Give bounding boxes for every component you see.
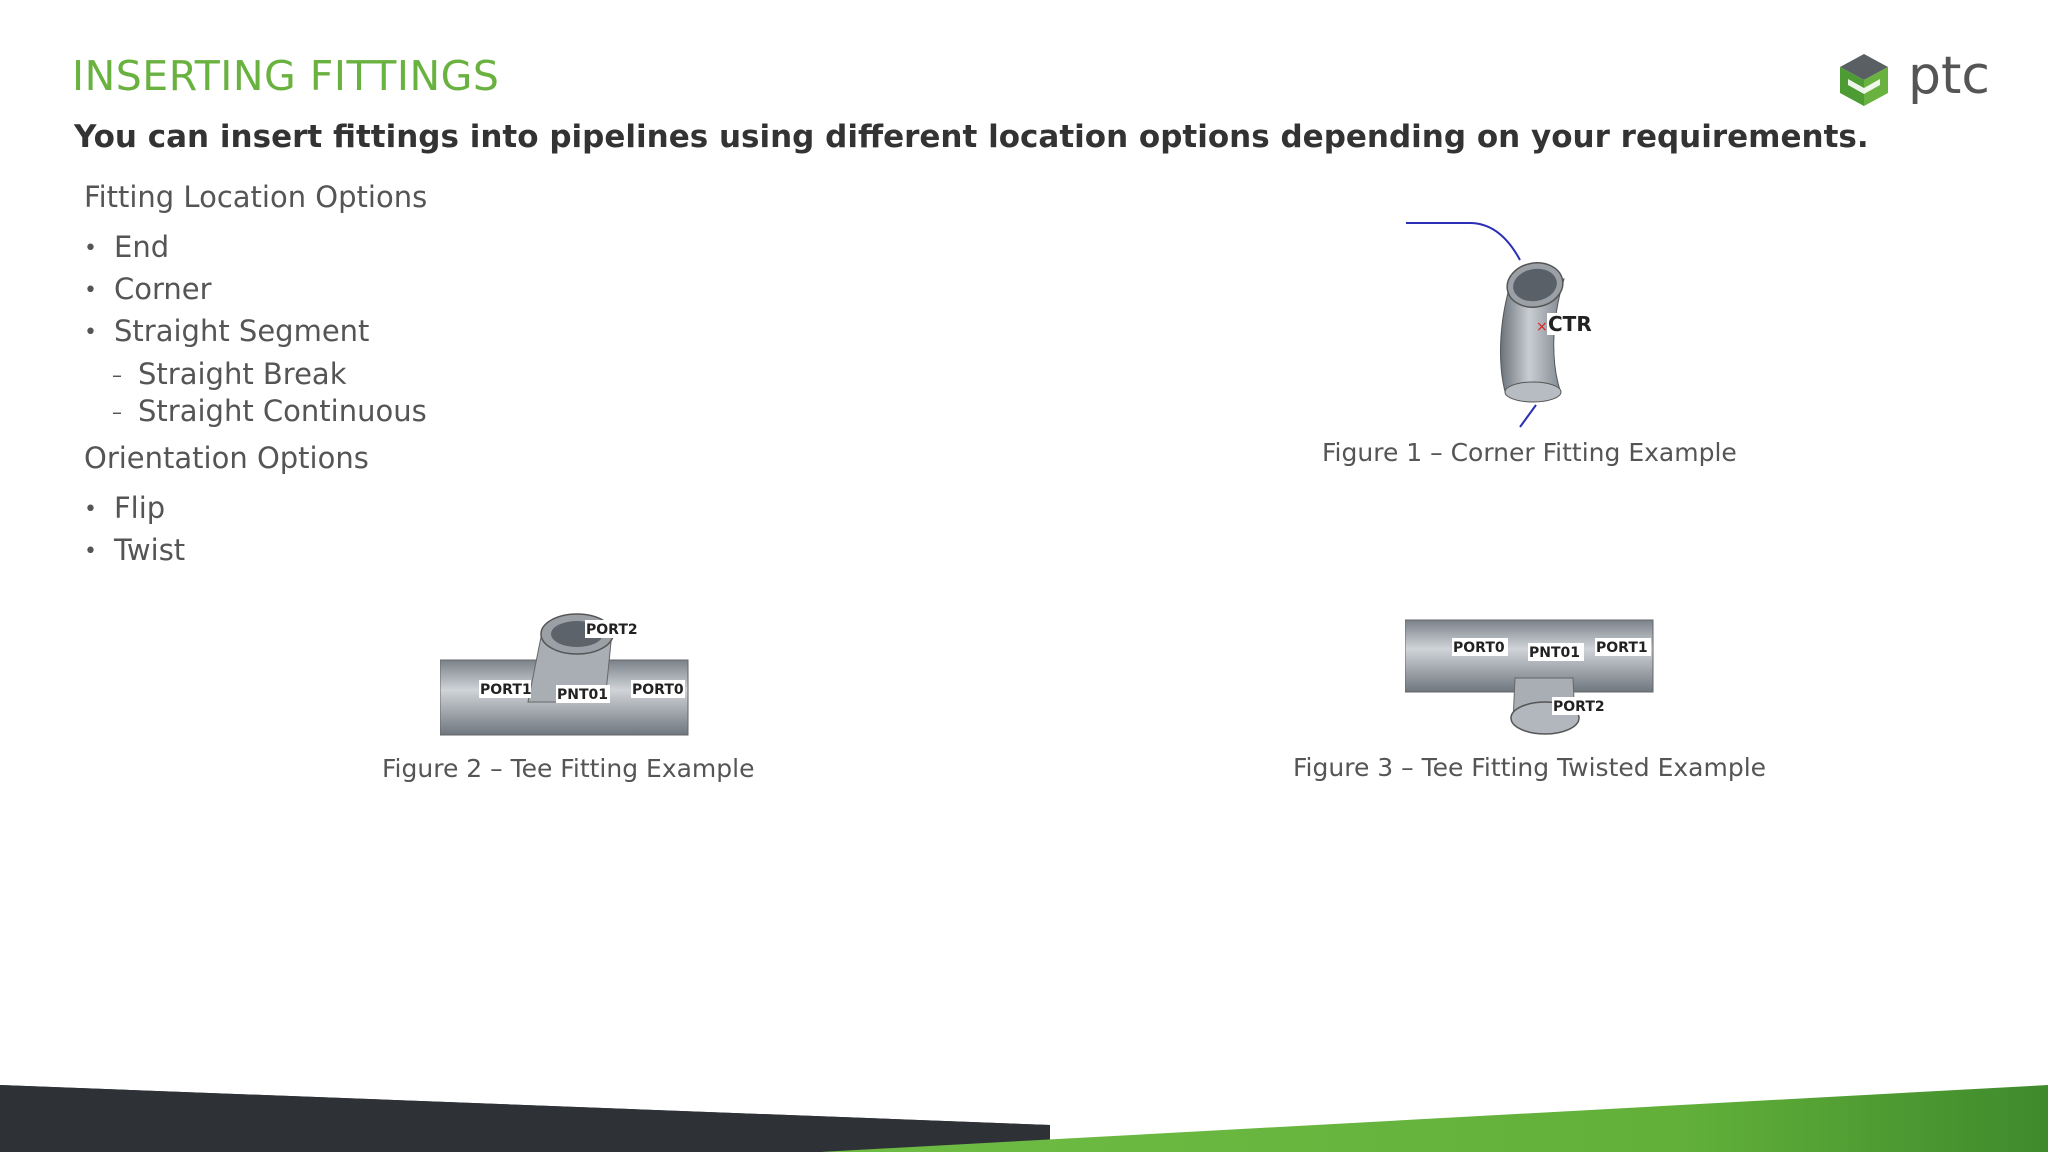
bullet-icon: •	[84, 497, 97, 522]
tee-twisted-figure: PORT0 PNT01 PORT1 PORT2	[1405, 619, 1654, 735]
footer-band	[0, 1085, 2048, 1152]
corner-fitting-figure: × CTR	[1406, 222, 1593, 428]
figure3-caption: Figure 3 – Tee Fitting Twisted Example	[1293, 753, 1767, 782]
dash-icon: –	[112, 400, 122, 424]
port2-label: PORT2	[1553, 699, 1605, 715]
port1-label: PORT1	[1596, 640, 1648, 656]
sub-list-item: –Straight Break	[112, 357, 347, 391]
list-item: •Twist	[84, 533, 186, 567]
list-item: •Corner	[84, 272, 212, 306]
list-item: •End	[84, 230, 170, 264]
list-item: •Straight Segment	[84, 314, 370, 348]
list-item: •Flip	[84, 491, 166, 525]
bullet-icon: •	[84, 320, 97, 345]
logo-text: ptc	[1908, 46, 1990, 106]
bullet-icon: •	[84, 278, 97, 303]
dash-icon: –	[112, 363, 122, 387]
port2-label: PORT2	[586, 622, 638, 638]
pnt01-label: PNT01	[1529, 645, 1580, 661]
tee-fitting-figure: PORT2 PORT1 PNT01 PORT0	[440, 613, 689, 736]
bullet-icon: •	[84, 539, 97, 564]
port1-label: PORT1	[480, 682, 532, 698]
svg-text:×: ×	[1536, 319, 1548, 335]
figure2-caption: Figure 2 – Tee Fitting Example	[382, 754, 755, 783]
fitting-location-heading: Fitting Location Options	[84, 180, 428, 214]
sub-list-item: –Straight Continuous	[112, 394, 427, 428]
slide-title: INSERTING FITTINGS	[72, 52, 500, 100]
ptc-logo: ptc	[1838, 46, 2018, 112]
bullet-icon: •	[84, 236, 97, 261]
pnt01-label: PNT01	[557, 687, 608, 703]
ctr-label: CTR	[1548, 312, 1592, 336]
port0-label: PORT0	[1453, 640, 1505, 656]
figure1-caption: Figure 1 – Corner Fitting Example	[1322, 438, 1737, 467]
ptc-logo-icon	[1840, 54, 1888, 106]
orientation-heading: Orientation Options	[84, 441, 369, 475]
slide-subtitle: You can insert fittings into pipelines u…	[74, 119, 1869, 155]
port0-label: PORT0	[632, 682, 684, 698]
